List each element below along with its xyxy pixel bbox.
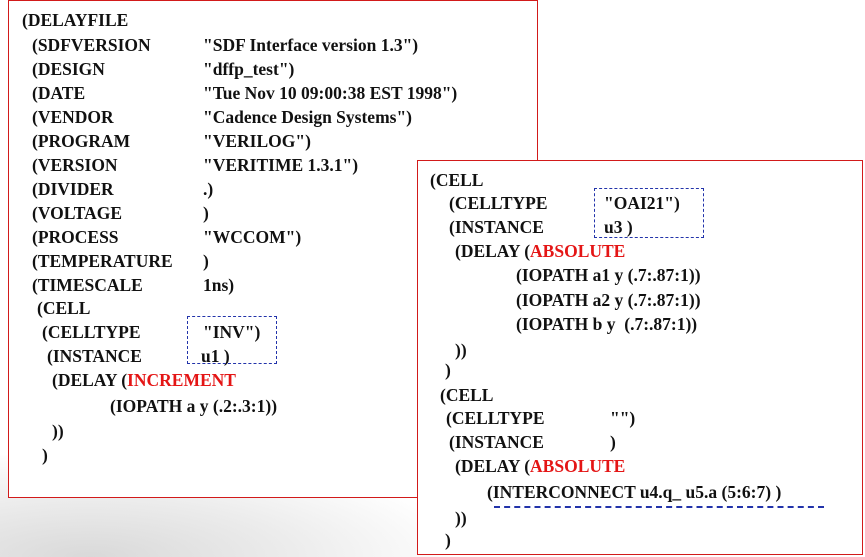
iopath-a1-y: (IOPATH a1 y (.7:.87:1)) [516, 265, 701, 285]
header-value: "Tue Nov 10 09:00:38 EST 1998") [203, 83, 458, 103]
interconnect-underline [494, 506, 824, 508]
header-key: (PROGRAM [32, 131, 131, 151]
celltype-key-empty: (CELLTYPE [446, 408, 545, 428]
celltype-value-inv: "INV") [203, 322, 261, 342]
close-delay-oai21: )) [455, 340, 467, 360]
header-key: (SDFVERSION [32, 35, 151, 55]
instance-key-u1: (INSTANCE [47, 346, 142, 366]
iopath-a-y: (IOPATH a y (.2:.3:1)) [110, 396, 278, 416]
header-key: (VOLTAGE [32, 203, 123, 223]
celltype-value-empty: "") [610, 408, 636, 428]
delay-mode-increment: INCREMENT [127, 370, 236, 390]
interconnect-line: (INTERCONNECT u4.q_ u5.a (5:6:7) ) [487, 482, 782, 502]
header-key: (DATE [32, 83, 86, 103]
close-cell-oai21: ) [445, 360, 451, 380]
close-cell-inv: ) [42, 445, 48, 465]
delay-line-increment: (DELAY (INCREMENT [52, 370, 236, 390]
close-delay-inv: )) [52, 421, 64, 441]
highlight-box-inv [187, 316, 277, 364]
instance-key-empty: (INSTANCE [449, 432, 544, 452]
header-value: ) [203, 251, 209, 271]
header-key: (DESIGN [32, 59, 105, 79]
celltype-key-oai21: (CELLTYPE [449, 193, 548, 213]
delay-mode-absolute: ABSOLUTE [530, 241, 626, 261]
iopath-a2-y: (IOPATH a2 y (.7:.87:1)) [516, 290, 701, 310]
iopath-b-y: (IOPATH b y (.7:.87:1)) [516, 314, 698, 334]
delay-line-absolute-1: (DELAY (ABSOLUTE [455, 241, 625, 261]
header-key: (VENDOR [32, 107, 114, 127]
header-value: "Cadence Design Systems") [203, 107, 413, 127]
instance-value-u1: u1 ) [201, 346, 230, 366]
delay-prefix: (DELAY ( [455, 241, 531, 261]
header-value: ) [203, 203, 209, 223]
header-key: (PROCESS [32, 227, 119, 247]
cell-open-oai21: (CELL [430, 170, 484, 190]
header-value: "VERITIME 1.3.1") [203, 155, 359, 175]
header-value: 1ns) [203, 275, 235, 295]
header-value: "dffp_test") [203, 59, 295, 79]
sdf-cells-panel [417, 160, 863, 555]
delay-line-absolute-2: (DELAY (ABSOLUTE [455, 456, 625, 476]
header-value: "WCCOM") [203, 227, 302, 247]
cell-open-inv: (CELL [37, 298, 91, 318]
header-key: (DIVIDER [32, 179, 114, 199]
instance-value-u3: u3 ) [604, 217, 633, 237]
delay-prefix: (DELAY ( [455, 456, 531, 476]
instance-value-empty: ) [610, 432, 616, 452]
delay-mode-absolute: ABSOLUTE [530, 456, 626, 476]
header-key: (DELAYFILE [22, 10, 129, 30]
instance-key-u3: (INSTANCE [449, 217, 544, 237]
delay-prefix: (DELAY ( [52, 370, 128, 390]
cell-open-interconnect: (CELL [440, 385, 494, 405]
close-cell-interconnect: ) [445, 530, 451, 550]
close-delay-interconnect: )) [455, 508, 467, 528]
highlight-box-oai21 [594, 188, 704, 238]
header-value: "VERILOG") [203, 131, 311, 151]
header-value: .) [203, 179, 214, 199]
header-value: "SDF Interface version 1.3") [203, 35, 419, 55]
header-key: (VERSION [32, 155, 118, 175]
header-key: (TEMPERATURE [32, 251, 173, 271]
header-key: (TIMESCALE [32, 275, 143, 295]
celltype-key-inv: (CELLTYPE [42, 322, 141, 342]
celltype-value-oai21: "OAI21") [604, 193, 680, 213]
